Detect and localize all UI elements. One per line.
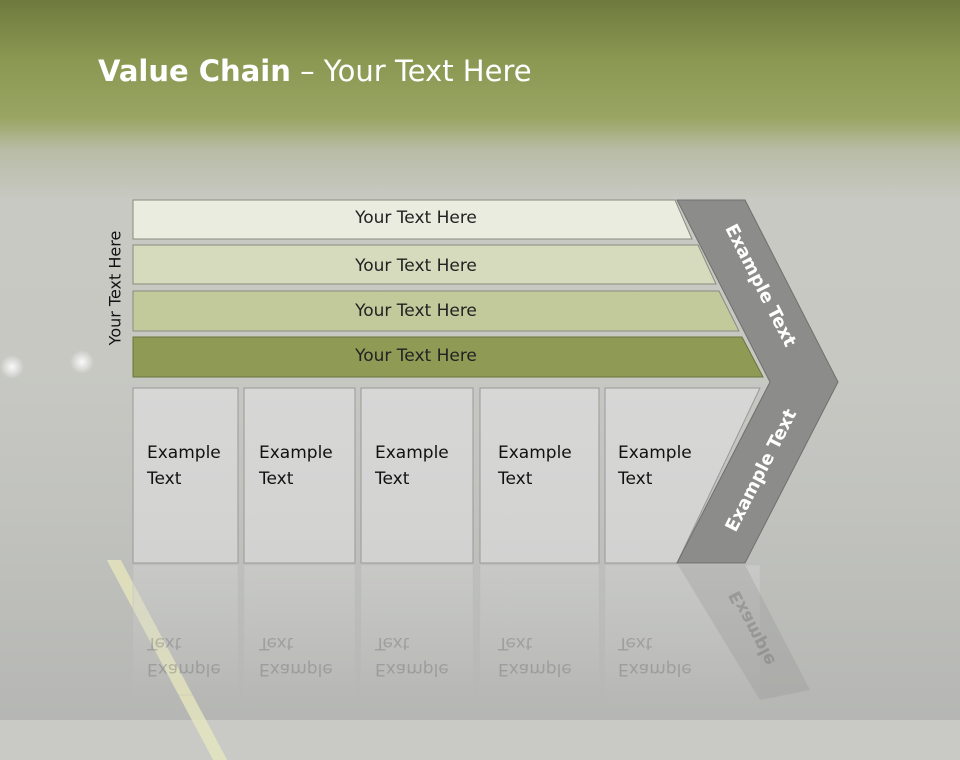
slide-title: Value Chain – Your Text Here <box>98 54 532 88</box>
cell-5-line2: Text <box>618 469 653 489</box>
reflection-cell-3: Example Text <box>375 630 449 682</box>
cell-4-line1: Example <box>498 443 572 463</box>
cell-2-line1: Example <box>259 443 333 463</box>
cell-3-box <box>360 387 474 564</box>
row-2-label: Your Text Here <box>355 256 477 276</box>
row-3-bar <box>132 290 740 332</box>
cell-5-line1: Example <box>618 443 692 463</box>
cell-4-box <box>479 387 600 564</box>
tunnel-light <box>0 355 24 379</box>
reflection-line2: Text <box>498 633 533 653</box>
reflection <box>132 564 810 701</box>
cell-1-line1: Example <box>147 443 221 463</box>
reflection-line1: Example <box>498 659 572 679</box>
title-rest: – Your Text Here <box>290 54 532 88</box>
row-2-bar <box>132 244 717 285</box>
reflection-line1: Example <box>375 659 449 679</box>
cell-2-box <box>243 387 356 564</box>
reflection-line2: Text <box>147 633 182 653</box>
reflection-line1: Example <box>147 659 221 679</box>
reflection-line2: Text <box>375 633 410 653</box>
row-3-label: Your Text Here <box>355 301 477 321</box>
reflection-cell-1: Example Text <box>147 630 221 682</box>
reflection-line2: Text <box>618 633 653 653</box>
row-4-label: Your Text Here <box>355 346 477 366</box>
reflection-line1: Example <box>618 659 692 679</box>
row-1-bar <box>132 199 693 240</box>
reflection-cell-5: Example Text <box>618 630 692 682</box>
value-chain-diagram <box>132 199 839 701</box>
reflection-cell-4: Example Text <box>498 630 572 682</box>
row-1-label: Your Text Here <box>355 208 477 228</box>
cell-1-line2: Text <box>147 469 182 489</box>
title-bold: Value Chain <box>98 54 291 88</box>
cell-1-box <box>132 387 239 564</box>
cell-3-line1: Example <box>375 443 449 463</box>
reflection-line1: Example <box>259 659 333 679</box>
row-4-bar <box>132 336 764 378</box>
tunnel-light <box>70 350 94 374</box>
cell-2-line2: Text <box>259 469 294 489</box>
reflection-line2: Text <box>259 633 294 653</box>
reflection-cell-2: Example Text <box>259 630 333 682</box>
cell-4-line2: Text <box>498 469 533 489</box>
chevron-arrow <box>676 199 839 564</box>
cell-3-line2: Text <box>375 469 410 489</box>
